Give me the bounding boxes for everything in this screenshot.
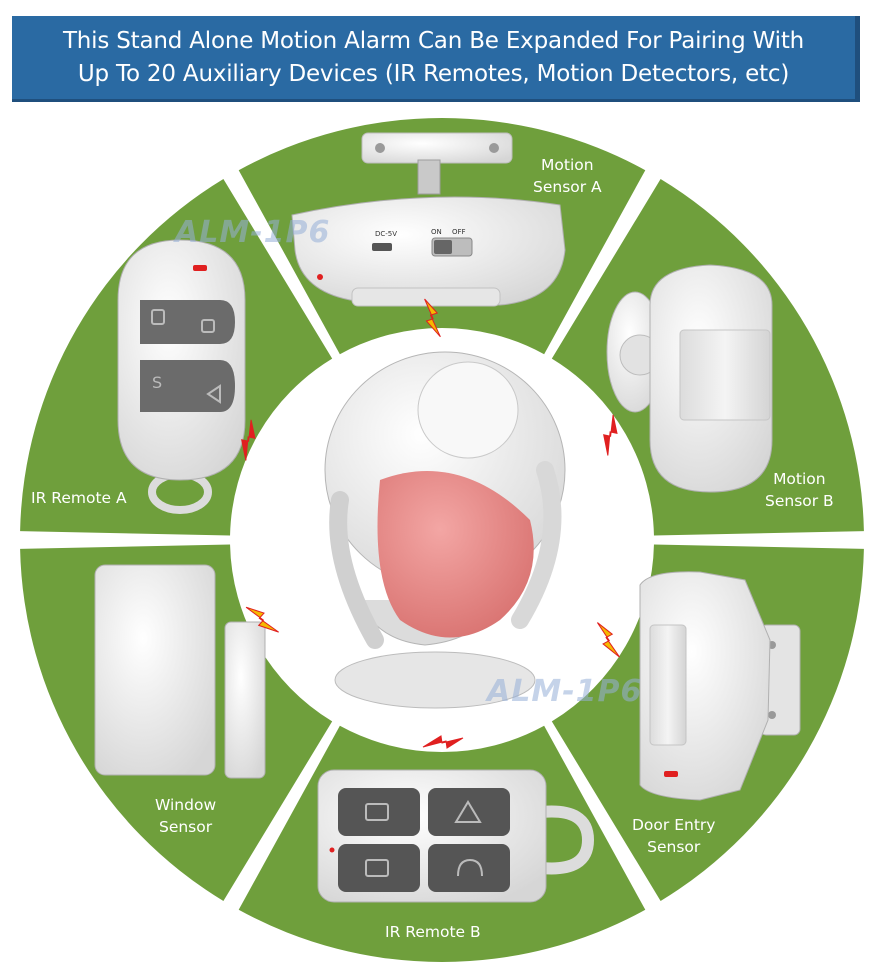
- corner-pir-sensor-icon: [639, 571, 801, 801]
- lightning-icon: [603, 414, 618, 456]
- lightning-icon: [596, 622, 620, 658]
- four-button-remote-icon: [317, 769, 595, 903]
- magnetic-contact-sensor-icon: [94, 564, 266, 779]
- svg-text:S: S: [152, 373, 162, 392]
- label-motion-sensor-b-line2: Sensor B: [765, 492, 834, 510]
- label-ir-remote-a: IR Remote A: [31, 487, 127, 509]
- motion-alarm-main-unit-icon: [324, 351, 566, 709]
- banner-line-2: Up To 20 Auxiliary Devices (IR Remotes, …: [77, 60, 790, 87]
- label-door-entry-line2: Sensor: [647, 838, 701, 856]
- label-ir-remote-a-line1: IR Remote A: [31, 489, 127, 507]
- label-ir-remote-b: IR Remote B: [385, 921, 481, 943]
- label-motion-sensor-a-line2: Sensor A: [533, 178, 602, 196]
- switch-off-label: OFF: [452, 228, 466, 236]
- label-ir-remote-b-line1: IR Remote B: [385, 923, 481, 941]
- lightning-icon: [241, 419, 256, 461]
- lightning-icon: [422, 735, 464, 749]
- label-motion-sensor-a: Motion Sensor A: [533, 154, 602, 198]
- pir-wall-sensor-icon: [606, 264, 773, 493]
- switch-on-label: ON: [431, 228, 442, 236]
- label-door-entry-sensor: Door Entry Sensor: [632, 814, 715, 858]
- watermark-bottom: ALM-1P6: [487, 674, 643, 709]
- pairing-links: [241, 298, 620, 749]
- keyfob-remote-icon: S: [117, 239, 246, 514]
- label-motion-sensor-b-line1: Motion: [773, 470, 826, 488]
- title-banner: This Stand Alone Motion Alarm Can Be Exp…: [12, 16, 860, 102]
- label-window-sensor-line2: Sensor: [158, 818, 213, 836]
- label-window-sensor: Window Sensor: [155, 794, 216, 838]
- watermark-top: ALM-1P6: [175, 215, 331, 250]
- port-label: DC-5V: [375, 230, 397, 238]
- lightning-icon: [424, 298, 441, 338]
- label-motion-sensor-b: Motion Sensor B: [765, 468, 834, 512]
- lightning-icon: [245, 606, 279, 633]
- banner-title: This Stand Alone Motion Alarm Can Be Exp…: [63, 25, 804, 91]
- label-door-entry-line1: Door Entry: [632, 816, 716, 834]
- pir-ceiling-sensor-icon: DC-5V ON OFF: [291, 132, 566, 307]
- label-motion-sensor-a-line1: Motion: [541, 156, 594, 174]
- label-window-sensor-line1: Window: [155, 796, 217, 814]
- banner-line-1: This Stand Alone Motion Alarm Can Be Exp…: [62, 27, 805, 54]
